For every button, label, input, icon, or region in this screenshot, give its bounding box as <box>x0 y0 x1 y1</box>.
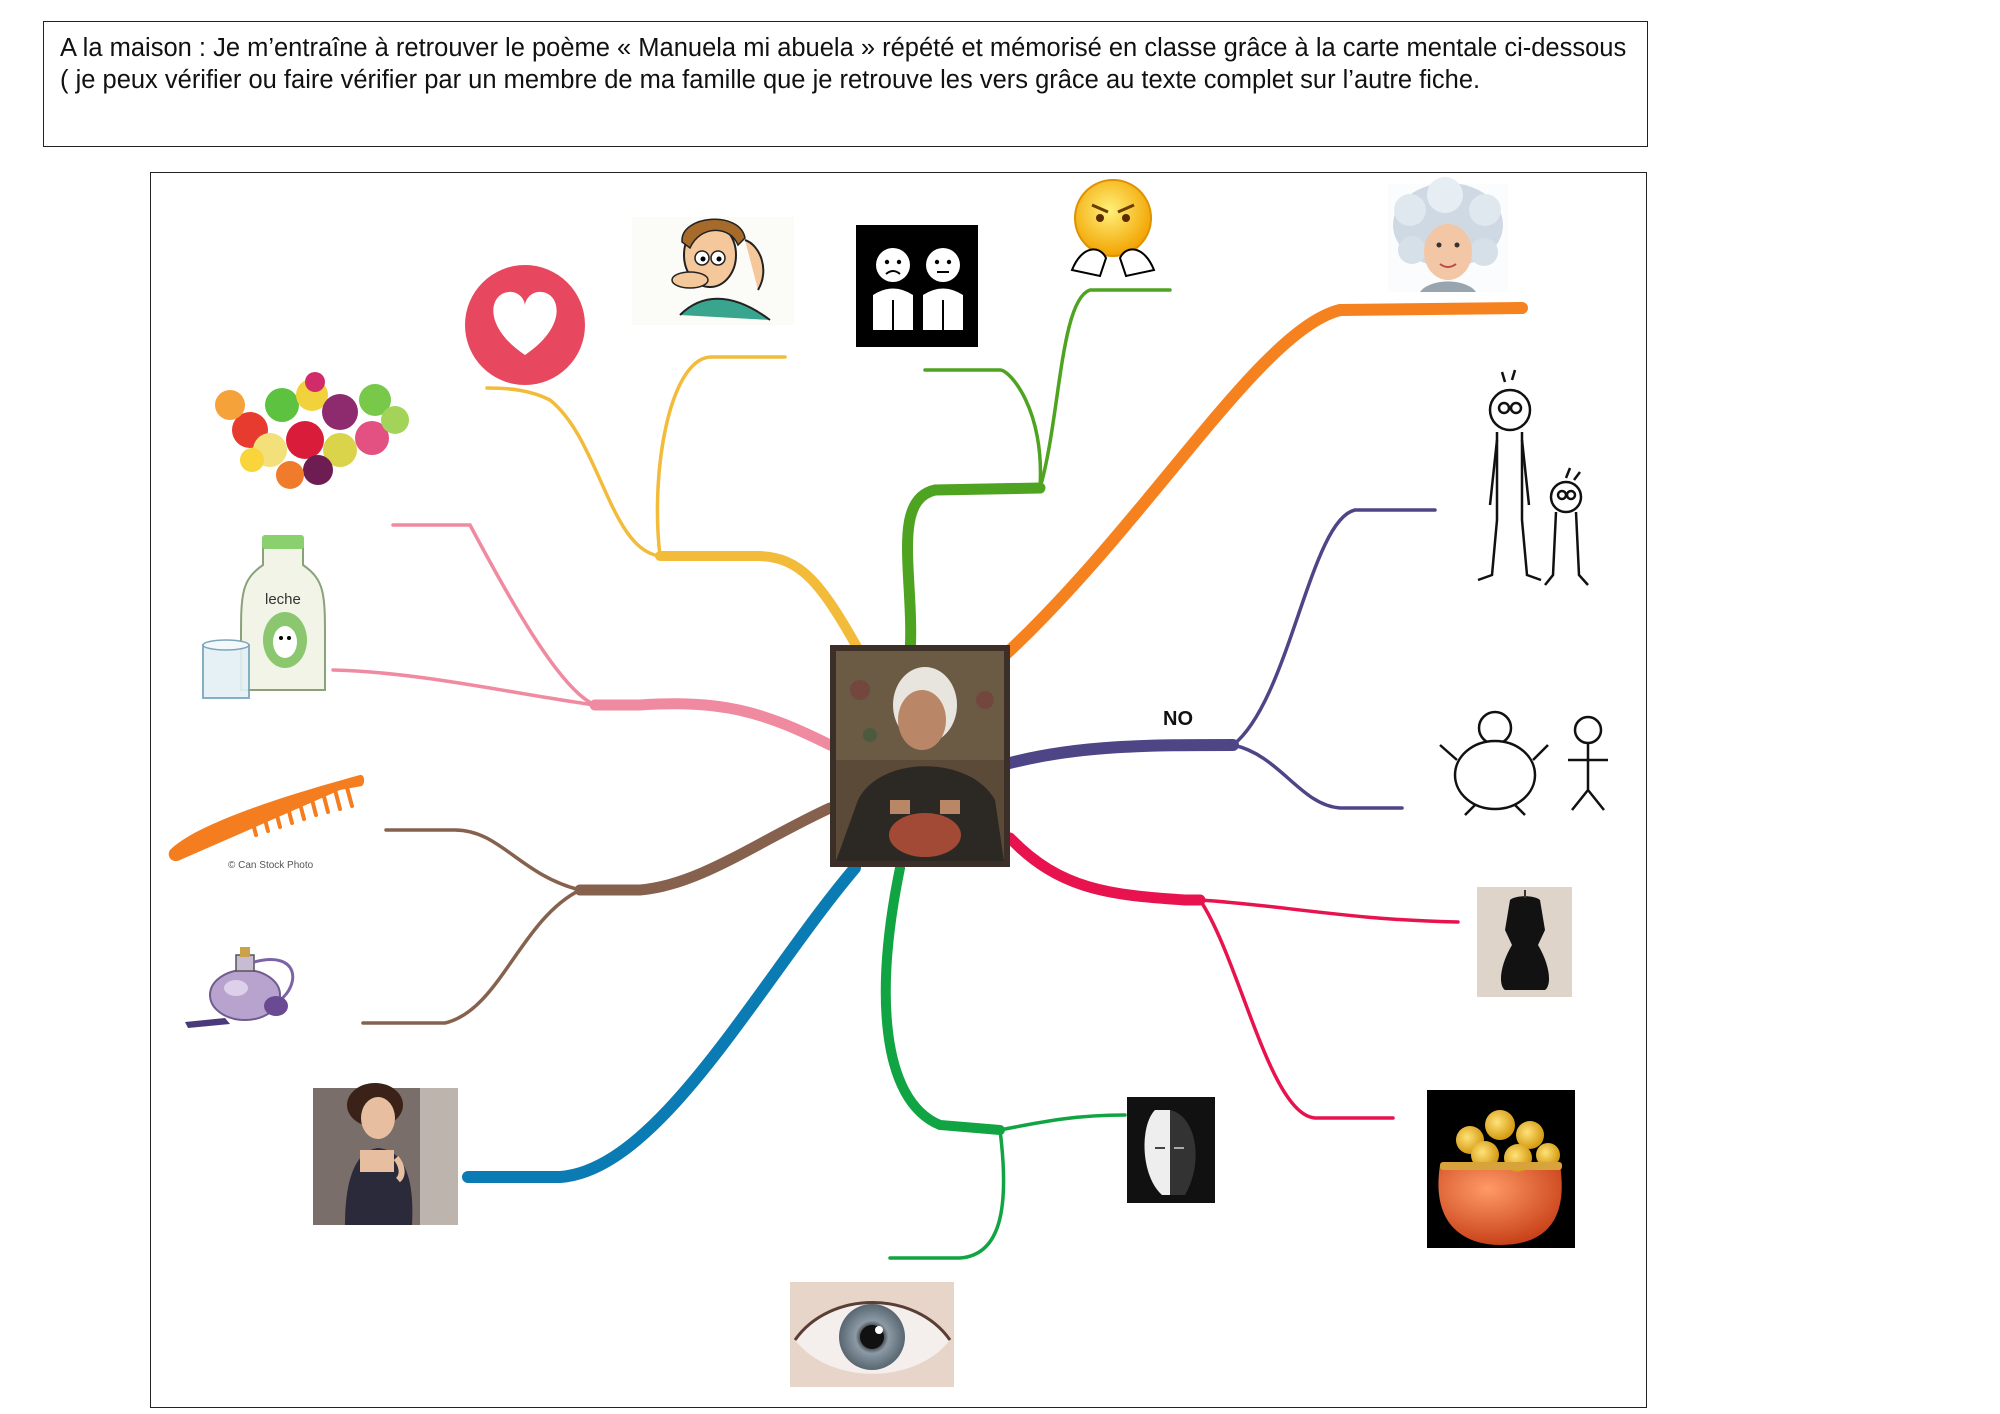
milk-bottle-label: leche <box>265 591 301 608</box>
branch-brown-trunk <box>574 802 836 896</box>
black-dress-photo <box>1477 887 1572 997</box>
elegant-woman-photo <box>313 1083 458 1225</box>
branch-red-trunk <box>1004 832 1206 906</box>
branch-purple-tall-short <box>1231 508 1437 747</box>
branch-pink-milk <box>331 668 597 707</box>
branch-red-purse <box>1198 898 1395 1120</box>
branch-purple-trunk <box>1004 739 1239 769</box>
branch-green-bottom-eye <box>888 1128 1006 1260</box>
powdered-wig-lady-icon <box>1388 177 1508 292</box>
branch-green-bottom-trunk <box>880 863 1005 1135</box>
perfume-bottle-icon <box>185 947 295 1028</box>
branch-purple-fat-thin <box>1231 743 1404 810</box>
milk-bottle-icon: leche <box>202 535 326 699</box>
mindmap-frame <box>150 172 1647 1408</box>
branch-yellow-ear <box>655 355 787 558</box>
sad-friends-icon <box>856 225 978 347</box>
center-portrait-grandmother <box>830 645 1010 867</box>
instructions-box: A la maison : Je m’entraîne à retrouver … <box>43 21 1648 147</box>
branch-green-top-smiley <box>1038 288 1172 490</box>
instructions-text: A la maison : Je m’entraîne à retrouver … <box>60 34 1627 94</box>
tall-and-short-figures-icon <box>1477 369 1589 586</box>
eye-photo <box>790 1282 954 1387</box>
branch-label-no: NO <box>1163 708 1193 730</box>
heart-icon <box>465 265 585 385</box>
black-white-face-icon <box>1127 1097 1215 1203</box>
listening-man-icon <box>632 217 794 325</box>
branch-brown-perfume <box>361 888 582 1025</box>
branch-orange <box>999 302 1528 661</box>
branch-green-bottom-face <box>998 1113 1127 1132</box>
fat-and-thin-figures-icon <box>1439 710 1608 816</box>
branch-yellow-trunk <box>655 551 867 661</box>
branch-green-top-trunk <box>902 482 1046 661</box>
branch-green-top-friends <box>923 368 1043 490</box>
comb-icon: © Can Stock Photo <box>168 774 365 871</box>
branch-brown-comb <box>384 828 582 892</box>
branch-red-dress <box>1198 898 1460 924</box>
coin-purse-icon <box>1427 1090 1575 1248</box>
angry-smiley-icon <box>1070 179 1156 278</box>
branch-yellow-heart <box>485 386 662 558</box>
comb-watermark: © Can Stock Photo <box>228 860 314 871</box>
branch-pink-candy <box>391 523 597 707</box>
candies-icon <box>215 372 409 489</box>
branch-pink-trunk <box>589 698 836 751</box>
branch-blue <box>462 862 861 1183</box>
